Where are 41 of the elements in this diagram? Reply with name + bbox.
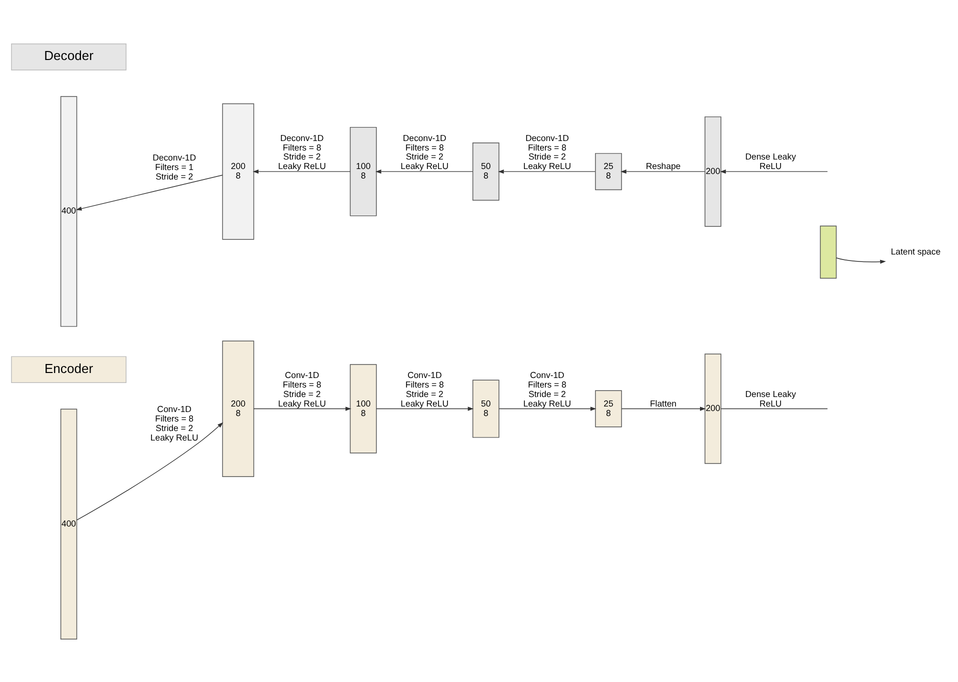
node-box: 25 8 <box>595 152 622 190</box>
arrow <box>836 257 886 264</box>
node-box: 25 8 <box>595 390 622 427</box>
node-bar <box>820 225 837 278</box>
edge-label: Flatten <box>650 398 677 408</box>
edge-label: Deconv-1D Filters = 8 Stride = 2 Leaky ReLU <box>278 132 326 171</box>
arrow <box>253 406 352 410</box>
arrow <box>621 406 706 410</box>
edge-label: Reshape <box>646 160 681 171</box>
node-box: 200 <box>704 116 722 226</box>
arrow <box>252 169 351 174</box>
edge-label: Dense Leaky ReLU <box>745 151 796 171</box>
node-box: Encoder <box>11 356 126 383</box>
arrow <box>375 169 473 174</box>
arrow <box>376 406 474 410</box>
edge-label: Dense Leaky ReLU <box>745 388 796 408</box>
arrow <box>76 174 223 210</box>
edge-label: Conv-1D Filters = 8 Stride = 2 Leaky ReLU <box>400 370 448 408</box>
node-box: 400 <box>60 408 78 639</box>
node-text: Latent space <box>890 246 941 256</box>
node-box: 50 8 <box>472 142 500 200</box>
arrow <box>498 169 596 174</box>
node-box: 200 8 <box>222 102 254 240</box>
node-box: 200 <box>704 353 722 464</box>
arrow <box>620 169 706 174</box>
node-box: 200 8 <box>222 340 254 476</box>
arrow <box>720 169 828 174</box>
edge-label: Conv-1D Filters = 8 Stride = 2 Leaky ReLU <box>523 370 572 408</box>
node-box: 400 <box>60 96 78 326</box>
node-box: 100 8 <box>350 126 377 216</box>
edge-label: Conv-1D Filters = 8 Stride = 2 Leaky ReLU <box>278 370 326 408</box>
edge-label: Deconv-1D Filters = 8 Stride = 2 Leaky ReLU <box>400 132 448 171</box>
edge-label: Deconv-1D Filters = 1 Stride = 2 <box>152 152 196 181</box>
arrow <box>498 406 596 410</box>
node-box: Decoder <box>11 43 126 70</box>
edge-label: Conv-1D Filters = 8 Stride = 2 Leaky ReLU <box>150 404 198 442</box>
edge-label: Deconv-1D Filters = 8 Stride = 2 Leaky ReLU <box>523 132 572 171</box>
node-box: 50 8 <box>472 379 500 438</box>
connector <box>720 408 828 409</box>
node-box: 100 8 <box>350 364 377 453</box>
arrow <box>76 422 224 520</box>
